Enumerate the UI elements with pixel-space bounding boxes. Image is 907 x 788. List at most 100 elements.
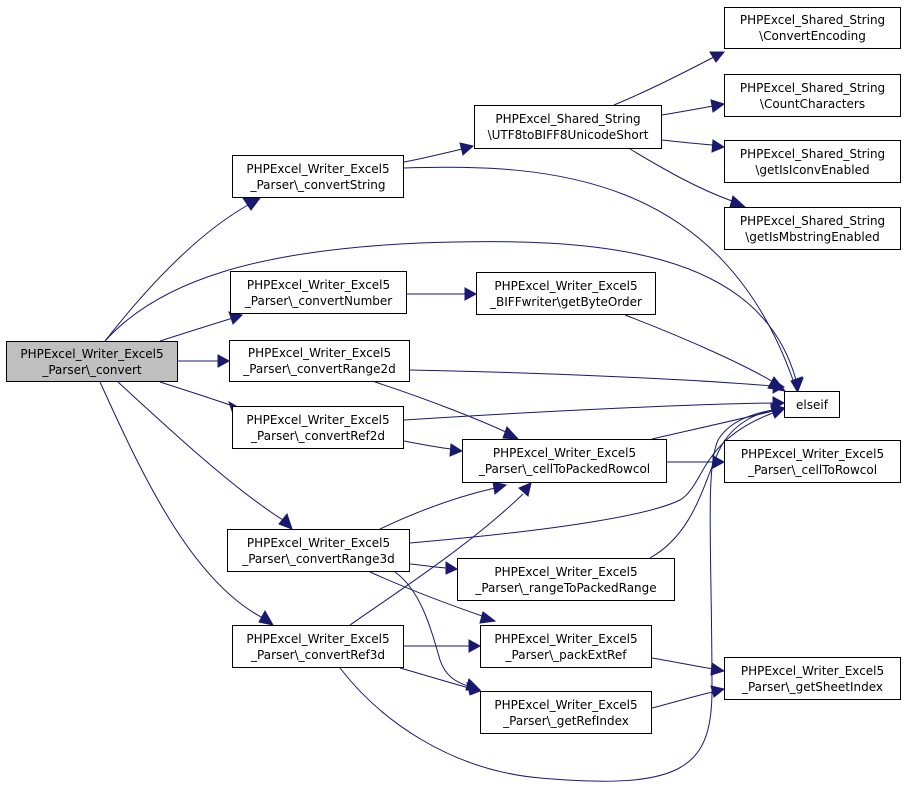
edge-convert-to-elseif — [104, 241, 804, 393]
node-label-line: \UTF8toBIFF8UnicodeShort — [487, 128, 649, 142]
node-label-line: _Parser\_cellToRowcol — [747, 462, 878, 477]
arrowhead-icon — [445, 561, 459, 575]
node-label-line: \ConvertEncoding — [759, 29, 866, 43]
arrowhead-icon — [790, 376, 803, 393]
node-convertEncoding[interactable]: PHPExcel_Shared_String \ConvertEncoding — [724, 7, 901, 49]
arrowhead-icon — [709, 51, 726, 63]
node-packExtRef[interactable]: PHPExcel_Writer_Excel5_Parser\_packExtRe… — [480, 625, 652, 668]
node-convertRange3d[interactable]: PHPExcel_Writer_Excel5_Parser\_convertRa… — [227, 529, 410, 572]
node-label-line: PHPExcel_Writer_Excel5 — [494, 564, 638, 579]
edge-getByteOrder-to-elseif — [624, 314, 787, 392]
edge-convertString-to-utf8 — [403, 142, 475, 163]
edge-convertString-to-elseif — [403, 166, 803, 393]
node-convertRef3d[interactable]: PHPExcel_Writer_Excel5_Parser\_convertRe… — [232, 625, 404, 668]
node-label-line: _Parser\_packExtRef — [505, 647, 627, 662]
edge-line — [409, 369, 774, 387]
node-label-line: PHPExcel_Writer_Excel5 — [246, 535, 391, 550]
node-utf8[interactable]: PHPExcel_Shared_String\UTF8toBIFF8Unicod… — [474, 105, 662, 149]
arrowhead-icon — [464, 287, 478, 301]
node-elseif[interactable]: elseif — [784, 391, 840, 418]
edge-packExtRef-to-getSheetIndex — [651, 657, 726, 676]
node-rangeToPackedRange[interactable]: PHPExcel_Writer_Excel5_Parser\_rangeToPa… — [457, 558, 675, 601]
edge-convertRange3d-to-cellToPackedRowcol — [379, 481, 508, 530]
edge-line — [629, 148, 736, 203]
arrowhead-icon — [770, 403, 786, 416]
arrowhead-icon — [449, 443, 464, 457]
node-label-line: PHPExcel_Writer_Excel5 — [246, 277, 391, 292]
node-label-line: PHPExcel_Writer_Excel5 — [20, 346, 164, 361]
node-convertRef2d[interactable]: PHPExcel_Writer_Excel5_Parser\_convertRe… — [232, 406, 404, 449]
arrowhead-icon — [466, 681, 482, 696]
edge-line — [661, 139, 714, 146]
node-label-line: _Parser\_convertNumber — [244, 293, 393, 308]
edge-convertRef3d-to-packExtRef — [404, 639, 482, 653]
node-convertNumber[interactable]: PHPExcel_Writer_Excel5_Parser\_convertNu… — [230, 271, 407, 314]
edge-line — [349, 493, 524, 626]
arrowhead-icon — [712, 455, 726, 469]
node-label-line: \getIsMbstringEnabled — [745, 229, 880, 244]
edge-line — [159, 381, 234, 407]
node-label-line: _Parser\_convertRange3d — [242, 551, 395, 566]
node-label-line: _Parser\_getRefIndex — [503, 713, 629, 728]
node-getIsIconvEnabled[interactable]: PHPExcel_Shared_String\getIsIconvEnabled — [724, 140, 901, 183]
arrowhead-icon — [710, 662, 726, 676]
edge-convertRef2d-to-cellToPackedRowcol — [403, 440, 464, 457]
arrowhead-icon — [468, 639, 482, 653]
edge-convertRef3d-to-cellToPackedRowcol — [349, 482, 532, 626]
edge-line — [99, 381, 264, 619]
node-convertRange2d[interactable]: PHPExcel_Writer_Excel5_Parser\_convertRa… — [229, 340, 410, 382]
arrowhead-icon — [502, 426, 520, 440]
node-label-line: PHPExcel_Writer_Excel5 — [246, 631, 390, 646]
arrowhead-icon — [258, 609, 274, 626]
edge-line — [613, 56, 715, 106]
arrowhead-icon — [772, 379, 785, 394]
edge-convertRange2d-to-elseif — [409, 369, 785, 394]
node-cellToRowcol[interactable]: PHPExcel_Writer_Excel5_Parser\_cellToRow… — [724, 440, 901, 483]
edge-line — [661, 105, 714, 116]
arrowhead-icon — [710, 685, 726, 698]
edge-line — [104, 241, 797, 381]
edge-line — [403, 166, 794, 381]
arrowhead-icon — [729, 195, 747, 208]
node-convertString[interactable]: PHPExcel_Writer_Excel5_Parser\_convertSt… — [232, 155, 404, 198]
edge-utf8-to-countCharacters — [661, 99, 726, 116]
edge-line — [649, 409, 774, 559]
node-getSheetIndex[interactable]: PHPExcel_Writer_Excel5_Parser\_getSheetI… — [724, 657, 901, 700]
node-label-line: PHPExcel_Writer_Excel5 — [740, 446, 885, 461]
node-label-line: PHPExcel_Writer_Excel5 — [740, 663, 885, 678]
arrowhead-icon — [711, 139, 726, 153]
node-label-line: PHPExcel_Writer_Excel5 — [494, 278, 638, 293]
node-label-line: PHPExcel_Shared_String — [739, 13, 886, 27]
node-label-line: _Parser\_convertRef3d — [251, 647, 385, 662]
node-label-line: \CountCharacters — [759, 96, 866, 111]
edge-line — [394, 571, 469, 687]
node-label-line: PHPExcel_Writer_Excel5 — [247, 346, 392, 360]
node-getRefIndex[interactable]: PHPExcel_Writer_Excel5_Parser\_getRefInd… — [480, 691, 652, 734]
edge-cellToPackedRowcol-to-elseif — [651, 404, 786, 440]
arrowhead-icon — [710, 99, 726, 113]
node-cellToPackedRowcol[interactable]: PHPExcel_Writer_Excel5_Parser\_cellToPac… — [462, 439, 667, 483]
edge-convertRef3d-to-getRefIndex — [399, 667, 482, 696]
node-getByteOrder[interactable]: PHPExcel_Writer_Excel5_BIFFwriter\getByt… — [476, 272, 656, 315]
arrowhead-icon — [459, 142, 475, 156]
edge-line — [403, 402, 774, 421]
edge-line — [624, 314, 776, 384]
edge-convert-to-convertString — [104, 197, 261, 342]
node-label-line: _Parser\_cellToPackedRowcol — [478, 462, 651, 476]
edge-convertRef2d-to-elseif — [403, 396, 786, 421]
node-label-line: _Parser\_rangeToPackedRange — [475, 580, 657, 595]
node-label-line: PHPExcel_Writer_Excel5 — [494, 631, 638, 646]
edge-utf8-to-getIsMbstringEnabled — [629, 148, 747, 208]
edge-convertRange3d-to-packExtRef — [369, 571, 497, 624]
edge-line — [409, 563, 447, 569]
node-label-line: PHPExcel_Shared_String — [739, 80, 886, 95]
node-getIsMbstringEnabled[interactable]: PHPExcel_Shared_String\getIsMbstringEnab… — [724, 207, 901, 250]
node-countCharacters[interactable]: PHPExcel_Shared_String\CountCharacters — [724, 74, 901, 117]
edge-line — [651, 691, 714, 709]
edge-line — [159, 317, 234, 342]
edge-line — [651, 410, 774, 440]
edge-line — [374, 381, 509, 434]
edge-getRefIndex-to-getSheetIndex — [651, 685, 726, 709]
edge-utf8-to-convertEncoding — [613, 51, 726, 106]
node-label-line: _BIFFwriter\getByteOrder — [490, 294, 642, 309]
